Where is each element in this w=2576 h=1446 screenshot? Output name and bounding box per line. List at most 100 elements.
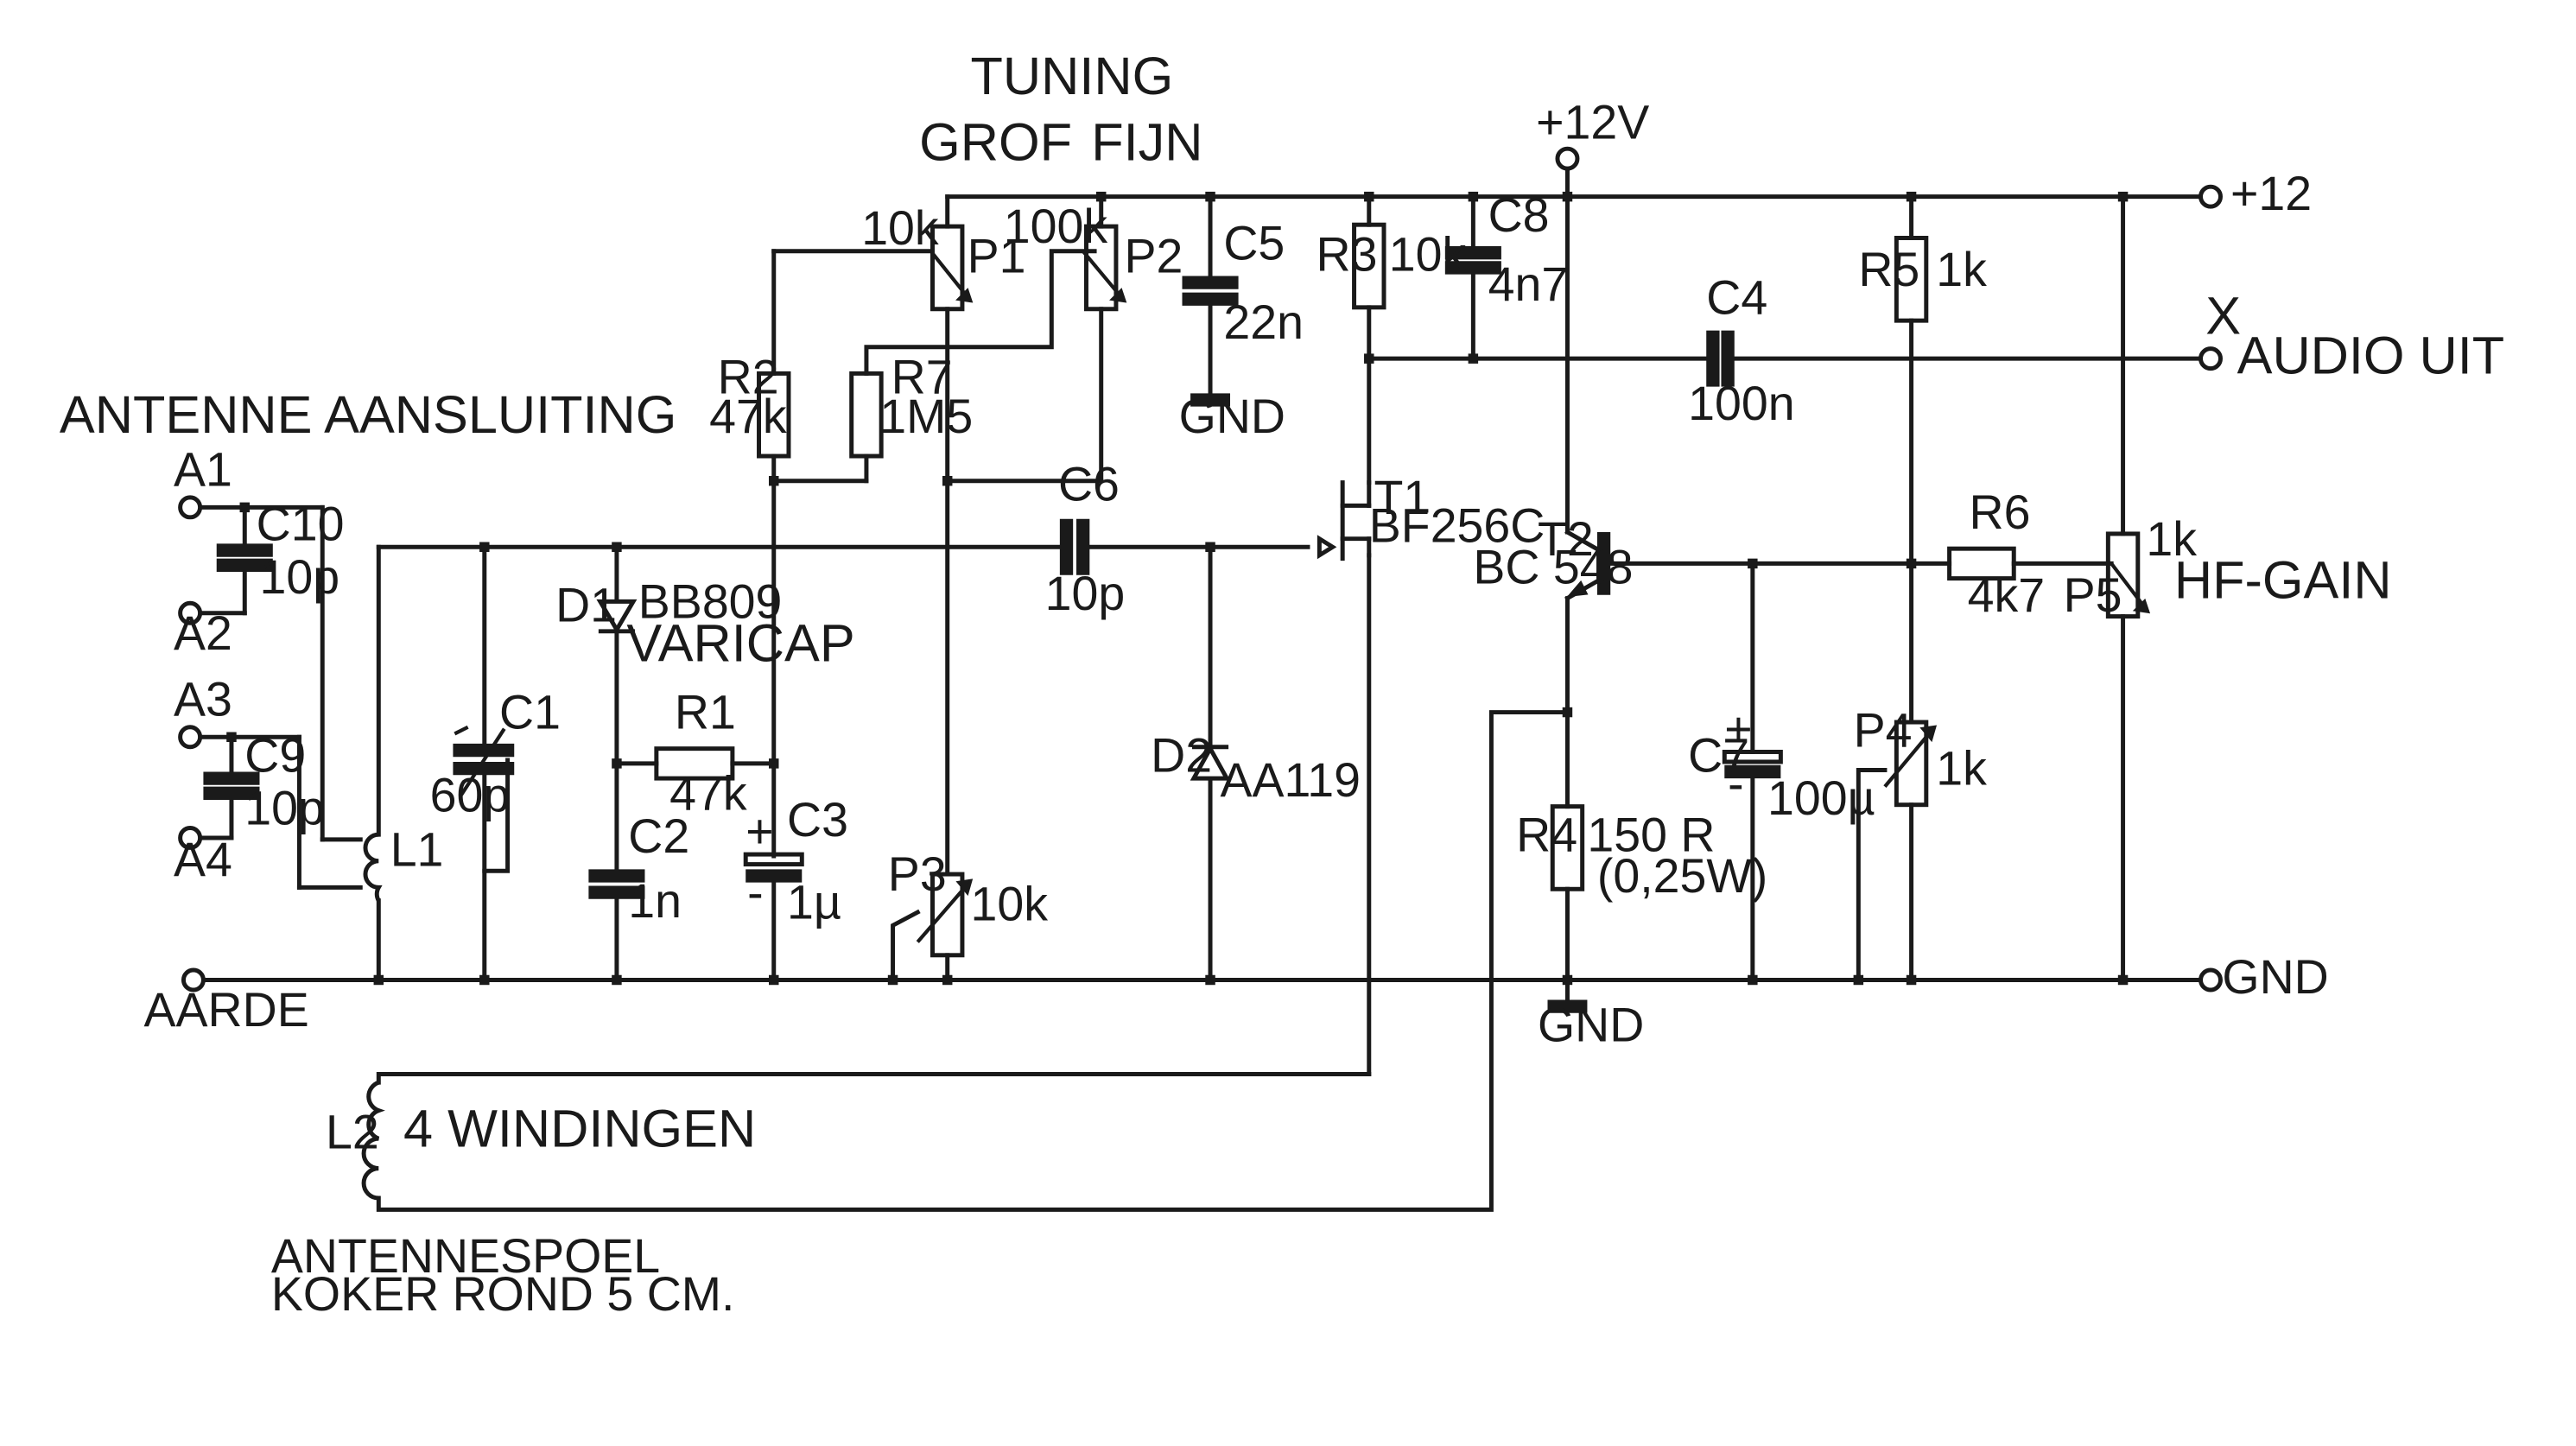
- label-d2-ref: D2: [1151, 728, 1212, 782]
- terminal-plus-12: [2198, 184, 2223, 209]
- label-c4-ref: C4: [1706, 271, 1767, 325]
- label-aarde: AARDE: [144, 983, 309, 1037]
- label-p4-ref: P4: [1854, 704, 1913, 758]
- label-c8-ref: C8: [1488, 188, 1550, 242]
- label-r2-value: 47k: [709, 390, 787, 443]
- label-d1-value: BB809: [638, 575, 783, 629]
- label-c7-ref: C7: [1688, 728, 1749, 782]
- label-a4: A4: [174, 833, 232, 886]
- resistor-r2: [757, 371, 791, 459]
- label-a2: A2: [174, 606, 232, 660]
- label-c9-ref: C9: [244, 728, 306, 782]
- label-r1-value: 47k: [669, 766, 747, 820]
- label-p1-value: 10k: [861, 201, 939, 255]
- label-gnd-right: GND: [2222, 950, 2328, 1004]
- inductor-l1: [363, 832, 383, 902]
- capacitor-c5: [1182, 276, 1239, 306]
- label-c6-ref: C6: [1058, 458, 1120, 511]
- label-tuning: TUNING: [971, 47, 1174, 105]
- label-c2-value: 1n: [628, 874, 682, 928]
- label-r1-ref: R1: [675, 686, 736, 739]
- potentiometer-p1: [929, 224, 974, 312]
- label-a3: A3: [174, 672, 232, 726]
- capacitor-c10: [216, 543, 273, 572]
- label-p3-ref: P3: [888, 847, 947, 901]
- label-r6-value: 4k7: [1968, 568, 2045, 622]
- terminal-supply-12v: [1555, 146, 1580, 171]
- resistor-r4: [1550, 804, 1585, 891]
- resistor-r1: [654, 746, 735, 781]
- junction-dots: [226, 191, 2129, 986]
- label-x: X: [2205, 286, 2241, 345]
- label-r7-value: 1M5: [879, 390, 973, 443]
- label-varicap: VARICAP: [626, 613, 854, 672]
- label-c10-value: 10p: [259, 550, 339, 604]
- label-c3-plus: +: [746, 804, 773, 858]
- inductor-l2: [361, 1080, 385, 1201]
- label-c2-ref: C2: [628, 809, 689, 863]
- capacitor-c6: [1059, 518, 1090, 575]
- label-p3-value: 10k: [971, 878, 1049, 931]
- label-p2-value: 100k: [1004, 200, 1108, 253]
- label-c4-value: 100n: [1688, 377, 1794, 430]
- potentiometer-p2: [1082, 224, 1127, 312]
- electrolytic-capacitor-c3: [743, 852, 804, 883]
- resistor-r6: [1947, 546, 2016, 581]
- label-p5-ref: P5: [2064, 568, 2122, 622]
- label-c1-value: 60p: [430, 768, 511, 821]
- terminal-a1: [178, 495, 203, 520]
- label-c7-plus: +: [1724, 702, 1752, 756]
- label-t2-value: BC 548: [1473, 540, 1633, 593]
- npn-transistor-t2: [1564, 529, 1611, 601]
- label-r4-ref: R4: [1516, 808, 1577, 861]
- label-d2-value: AA119: [1221, 753, 1361, 807]
- label-c7-value: 100µ: [1767, 771, 1875, 825]
- label-supply-12v: +12V: [1536, 96, 1649, 149]
- wires: [198, 168, 2202, 1212]
- label-r3-ref: R3: [1317, 228, 1378, 282]
- terminal-a4: [178, 825, 203, 850]
- label-r7-ref: R7: [891, 350, 953, 403]
- potentiometer-p5: [2105, 531, 2151, 619]
- label-r3-value: 10k: [1389, 228, 1467, 282]
- capacitor-c4: [1706, 330, 1735, 387]
- resistor-r5: [1894, 236, 1929, 323]
- label-grof: GROF: [919, 113, 1072, 172]
- terminal-a2: [178, 600, 203, 625]
- terminal-gnd: [2198, 967, 2223, 993]
- potentiometer-p4: [1883, 720, 1938, 808]
- label-fijn: FIJN: [1091, 113, 1202, 172]
- label-r6-ref: R6: [1970, 485, 2031, 539]
- jfet-t1: [1317, 480, 1372, 561]
- label-r5-ref: R5: [1858, 243, 1919, 296]
- label-p4-value: 1k: [1936, 742, 1987, 796]
- label-hf-gain: HF-GAIN: [2174, 551, 2392, 610]
- capacitor-c9: [203, 771, 260, 800]
- resistor-r7: [849, 371, 884, 459]
- label-l2-windingen: 4 WINDINGEN: [403, 1100, 756, 1158]
- label-gnd-r4: GND: [1538, 998, 1644, 1051]
- terminal-a3: [178, 725, 203, 750]
- capacitor-c8: [1444, 246, 1501, 275]
- label-a1: A1: [174, 442, 232, 496]
- label-d1-ref: D1: [555, 578, 617, 631]
- label-r4-note: (0,25W): [1597, 849, 1767, 903]
- label-p5-value: 1k: [2146, 512, 2197, 566]
- varicap-diode-d1: [596, 599, 638, 634]
- terminals: [178, 146, 2223, 993]
- label-c5-ref: C5: [1223, 216, 1285, 270]
- label-audio-uit: AUDIO UIT: [2237, 326, 2505, 384]
- label-c3-value: 1µ: [787, 876, 841, 929]
- terminal-audio-out: [2198, 346, 2223, 371]
- label-r4-value: 150 R: [1587, 808, 1715, 861]
- label-c3-minus: -: [747, 866, 763, 919]
- trimmer-capacitor-c1: [453, 725, 515, 796]
- label-gnd-c5: GND: [1179, 390, 1285, 443]
- label-t2-ref: T2: [1538, 512, 1594, 566]
- capacitor-c2: [588, 869, 645, 899]
- resistor-r3: [1352, 222, 1386, 310]
- label-koker-note: KOKER ROND 5 CM.: [271, 1267, 735, 1321]
- label-l2-ref: L2: [326, 1106, 379, 1159]
- label-t1-ref: T1: [1374, 471, 1431, 524]
